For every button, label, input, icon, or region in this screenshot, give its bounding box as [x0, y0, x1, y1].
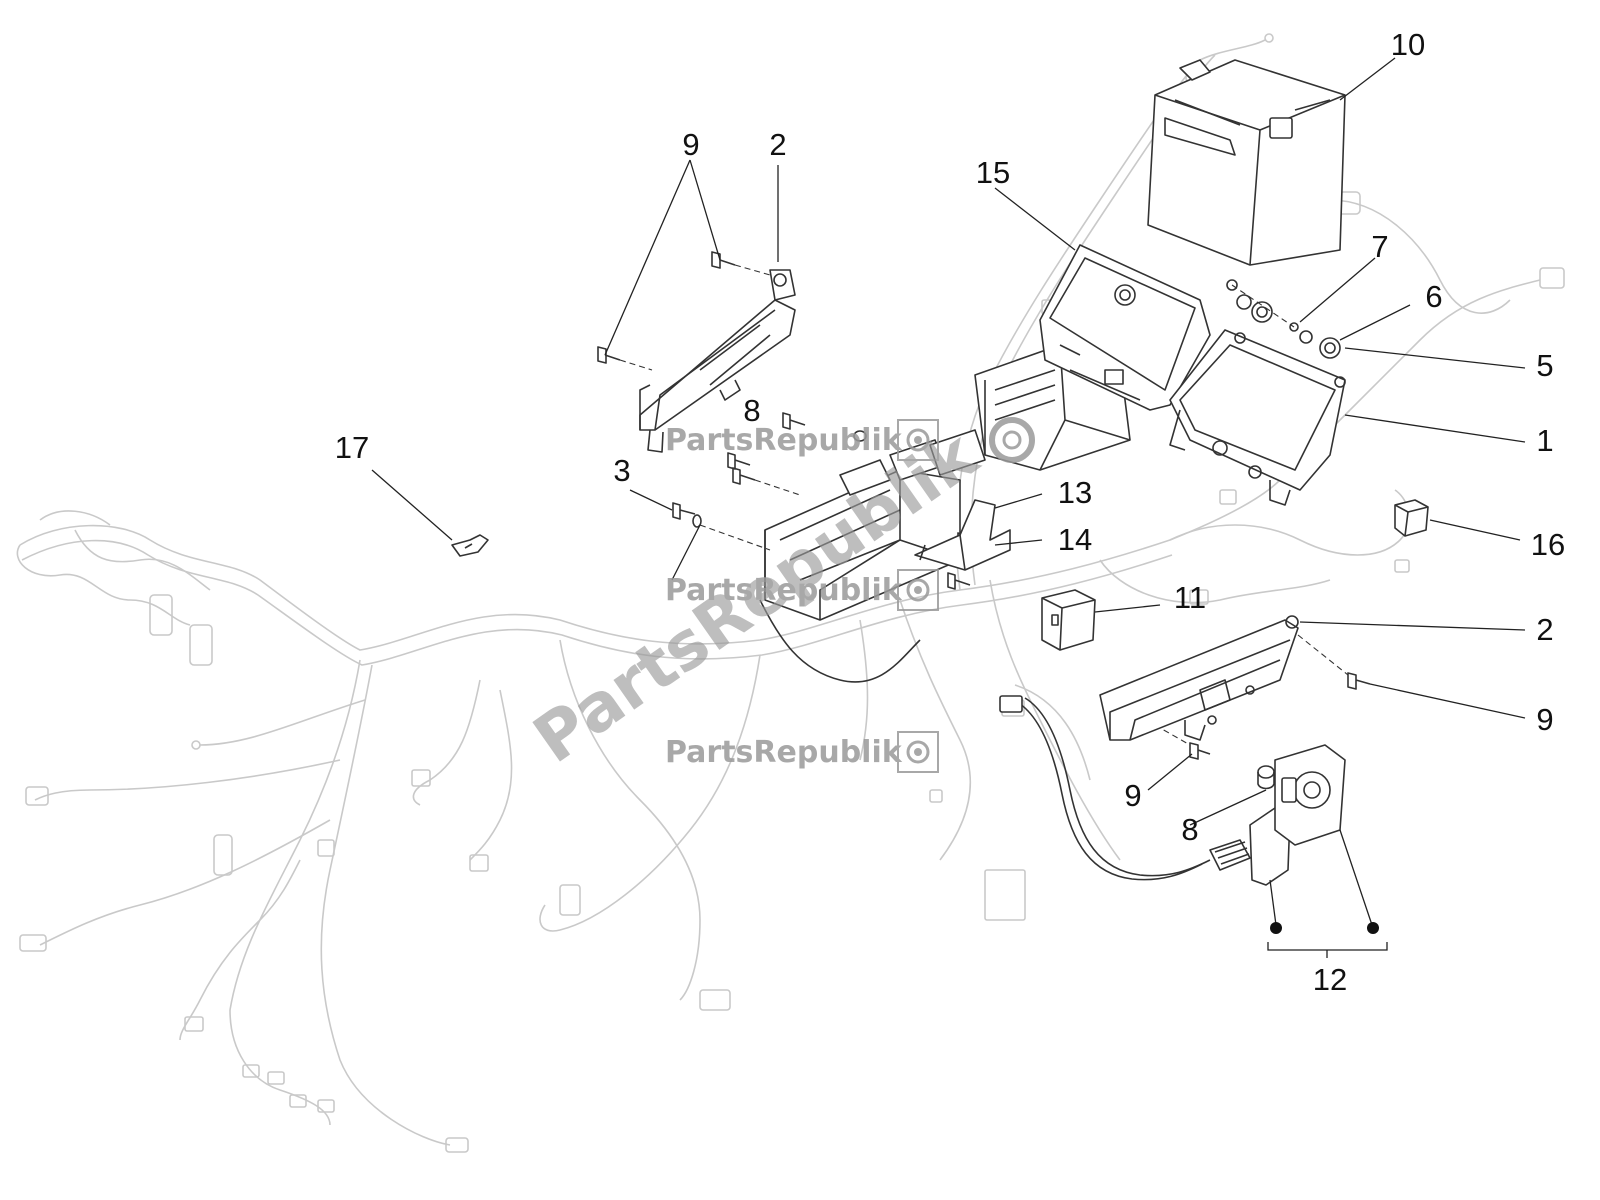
- watermark-text-1: PartsRepublik: [665, 423, 903, 458]
- grommet-8: [853, 430, 1275, 790]
- tray-15: [1039, 244, 1211, 411]
- callout-8-lower: 8: [1181, 812, 1198, 847]
- callout-6: 6: [1425, 279, 1442, 314]
- watermark-text-3: PartsRepublik: [665, 735, 903, 770]
- relay-11: [1041, 589, 1096, 651]
- bracket-1: [1169, 329, 1346, 506]
- callout-13: 13: [1058, 475, 1092, 510]
- callout-17: 17: [335, 430, 369, 465]
- relay-16: [1394, 499, 1429, 537]
- callout-5: 5: [1536, 348, 1553, 383]
- watermark-text-2: PartsRepublik: [665, 573, 903, 608]
- callout-10: 10: [1391, 27, 1425, 62]
- callout-8-upper: 8: [743, 393, 760, 428]
- callout-1: 1: [1536, 423, 1553, 458]
- gear-icon: [897, 731, 939, 773]
- leader-lines: [371, 57, 1526, 826]
- callout-11: 11: [1174, 580, 1206, 615]
- gear-icon: [897, 569, 939, 611]
- usb-socket-12: [999, 695, 1388, 958]
- callout-15: 15: [976, 155, 1010, 190]
- watermark: PartsRepublik PartsRepublik PartsRepubli…: [520, 415, 1035, 778]
- callout-9-lower: 9: [1124, 778, 1141, 813]
- callout-16: 16: [1531, 527, 1565, 562]
- callout-12: 12: [1313, 962, 1347, 997]
- callout-14: 14: [1058, 522, 1092, 557]
- battery: [1147, 59, 1346, 266]
- callout-labels: 10 9 2 15 7 6 5 1 17 3 8 13 14 16 11 2 9…: [335, 27, 1565, 997]
- clip-13: [914, 499, 1011, 571]
- callout-3: 3: [613, 453, 630, 488]
- bracket-upper: [639, 269, 796, 453]
- clip-17: [451, 534, 489, 557]
- callout-9-right: 9: [1536, 702, 1553, 737]
- gear-icon: [897, 419, 939, 461]
- callout-2-lower: 2: [1536, 612, 1553, 647]
- callout-7: 7: [1371, 229, 1388, 264]
- callout-9-upper: 9: [682, 127, 699, 162]
- callout-2-upper: 2: [769, 127, 786, 162]
- fasteners-5-6-7: [1226, 279, 1341, 359]
- bracket-lower: [1099, 615, 1299, 741]
- gear-icon: [989, 417, 1035, 463]
